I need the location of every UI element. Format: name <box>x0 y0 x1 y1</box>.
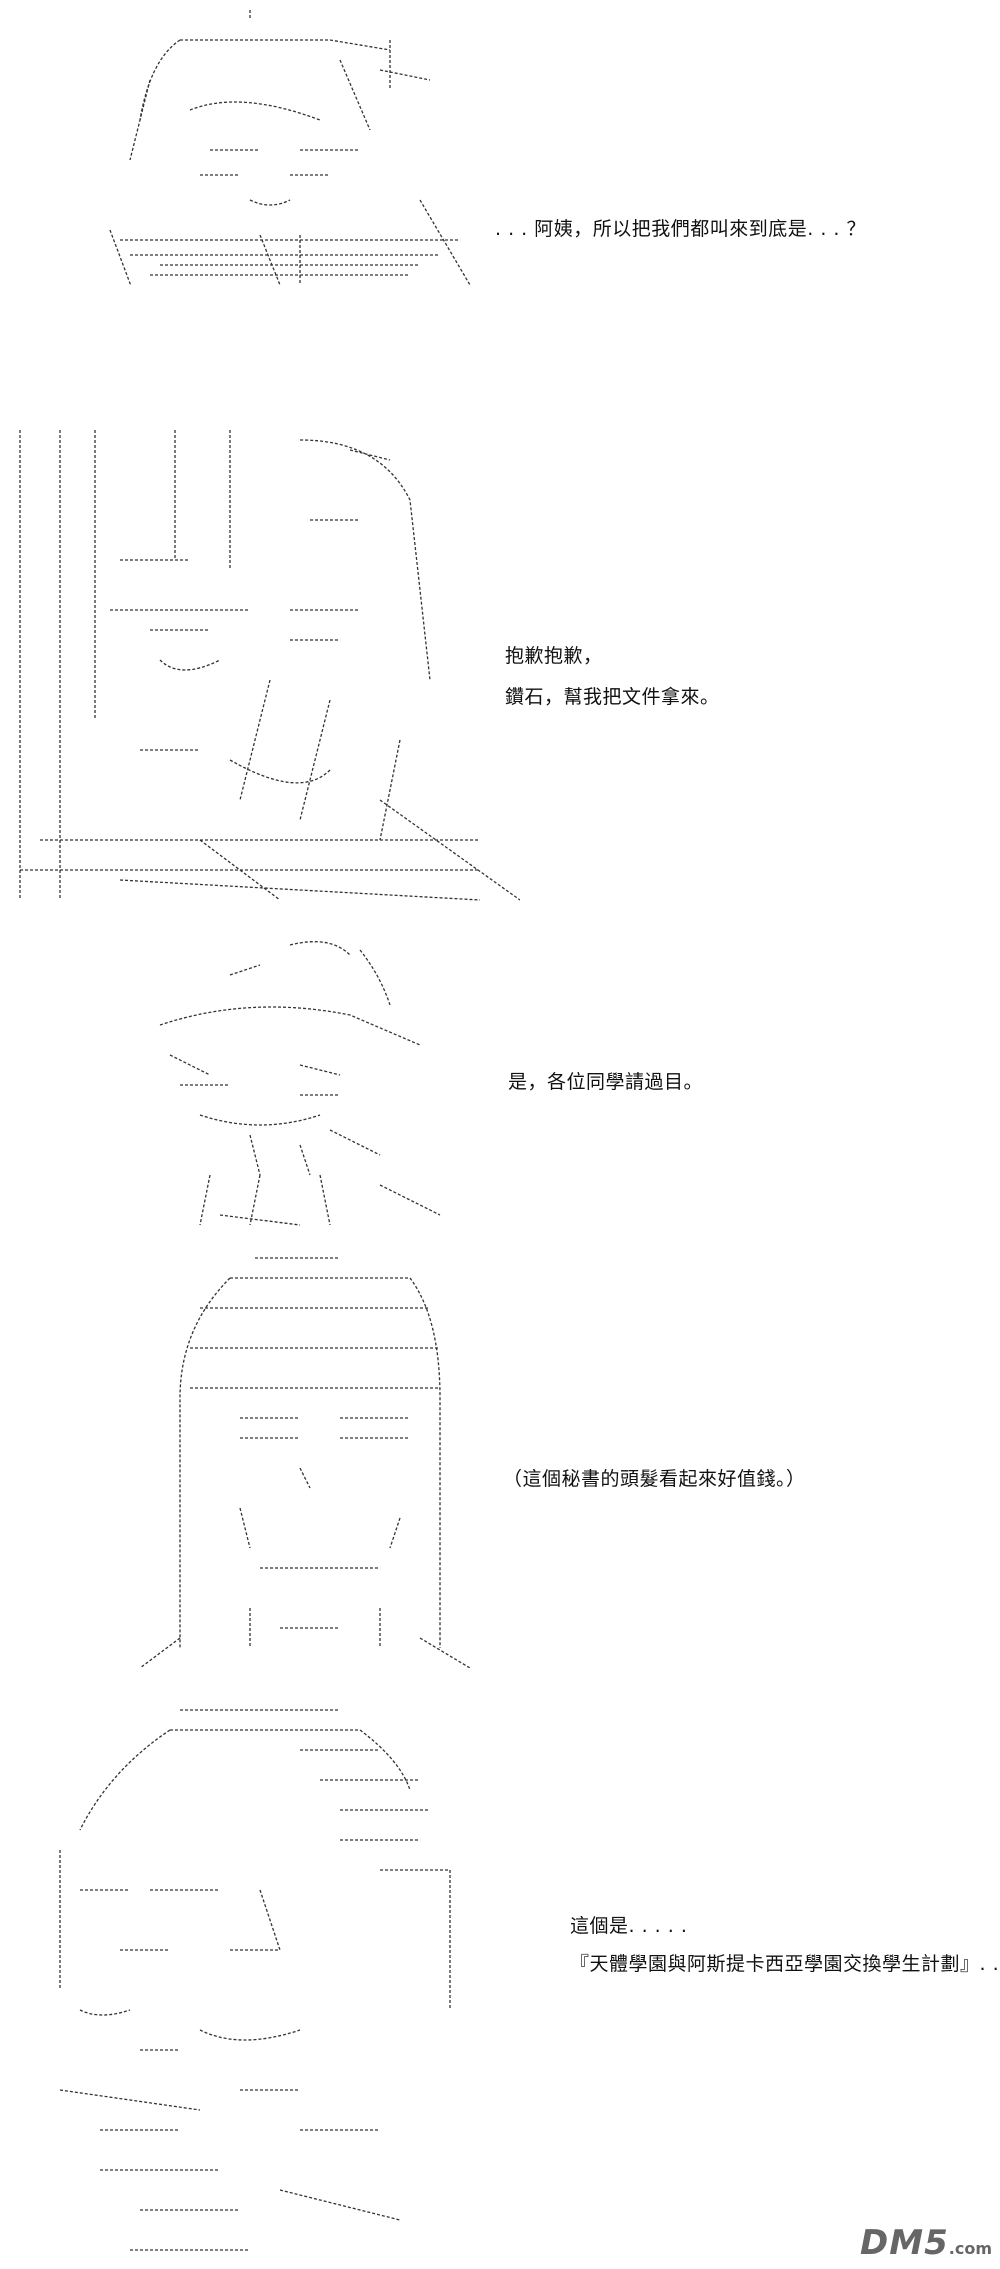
ascii-art-character-1 <box>0 0 500 285</box>
panel-5: 這個是. . . . . 『天體學園與阿斯提卡西亞學園交換學生計劃』. . . … <box>0 1690 1000 2269</box>
panel-1: . . . 阿姨，所以把我們都叫來到底是. . . ？ <box>0 0 1000 285</box>
ascii-art-character-2 <box>0 420 520 920</box>
dialogue-line: 『天體學園與阿斯提卡西亞學園交換學生計劃』. . . ？ <box>570 1953 1000 1975</box>
watermark-main: DM5 <box>860 2223 949 2263</box>
dialogue-line: 這個是. . . . . <box>570 1915 688 1937</box>
site-watermark-logo: DM5.com <box>860 2223 992 2263</box>
dialogue-line: . . . 阿姨，所以把我們都叫來到底是. . . ？ <box>495 218 866 240</box>
dialogue-line: （這個秘書的頭髮看起來好值錢。） <box>503 1468 806 1490</box>
ascii-art-character-4 <box>0 1248 500 1668</box>
watermark-sub: .com <box>948 2239 992 2258</box>
panel-3: 是，各位同學請過目。 <box>0 935 1000 1235</box>
dialogue-line: 抱歉抱歉， <box>505 645 603 667</box>
panel-2: 抱歉抱歉， 鑽石，幫我把文件拿來。 <box>0 420 1000 920</box>
dialogue-line: 是，各位同學請過目。 <box>508 1071 704 1093</box>
panel-4: （這個秘書的頭髮看起來好值錢。） <box>0 1248 1000 1668</box>
ascii-art-character-3 <box>0 935 500 1235</box>
dialogue-line: 鑽石，幫我把文件拿來。 <box>505 686 720 708</box>
ascii-art-character-5 <box>0 1690 500 2269</box>
